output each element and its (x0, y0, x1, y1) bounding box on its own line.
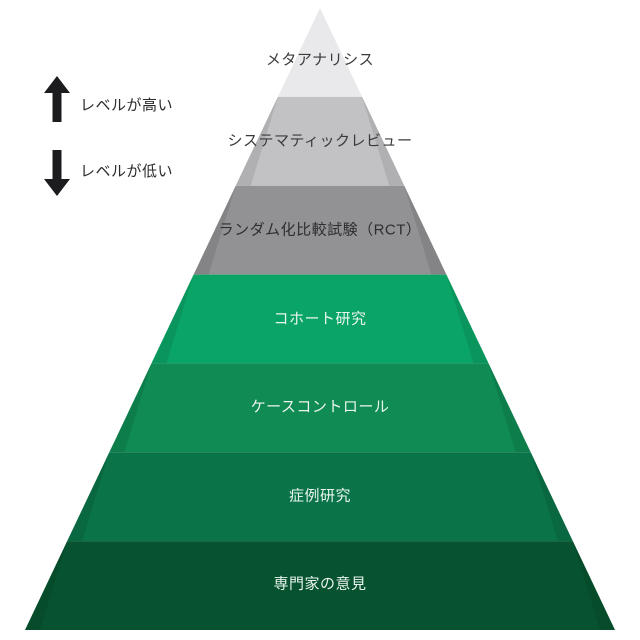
arrow-down-icon (44, 150, 70, 196)
tier-edge-shade (530, 452, 573, 542)
tier-label-case-study: 症例研究 (289, 488, 351, 505)
tier-label-case-control: ケースコントロール (251, 399, 390, 416)
level-low-label: レベルが低い (80, 163, 174, 180)
tier-edge-shade (151, 274, 194, 364)
tier-edge-shade (362, 96, 405, 186)
pyramid-tier-shape-1 (235, 96, 405, 186)
tier-edge-shade (235, 96, 278, 186)
tier-label-expert-opinion: 専門家の意見 (273, 575, 366, 593)
tier-edge-shade (193, 185, 236, 275)
tier-label-rct: ランダム化比較試験（RCT） (219, 221, 422, 239)
tier-edge-shade (572, 541, 615, 630)
tier-edge-shade (446, 274, 489, 364)
pyramid-tier-shape-2 (193, 185, 447, 275)
pyramid-tier-shape-6 (25, 541, 615, 630)
level-high-label: レベルが高い (80, 97, 174, 114)
arrow-up-icon (44, 76, 70, 122)
tier-label-cohort-study: コホート研究 (273, 311, 366, 328)
pyramid-tiers (25, 8, 615, 630)
tier-edge-shade (488, 363, 531, 453)
pyramid-tier-shape-5 (67, 452, 573, 542)
tier-label-meta-analysis: メタアナリシス (266, 52, 374, 69)
tier-label-systematic-review: システマティックレビュー (227, 133, 412, 150)
tier-edge-shade (404, 185, 447, 275)
pyramid-tier-shape-0 (277, 8, 363, 97)
pyramid-tier-labels: メタアナリシス システマティックレビュー ランダム化比較試験（RCT） コホート… (219, 52, 422, 593)
pyramid-tier-shape-4 (109, 363, 531, 453)
pyramid-tier-shape-3 (151, 274, 489, 364)
tier-edge-shade (109, 363, 152, 453)
tier-edge-shade (67, 452, 110, 542)
tier-edge-shade (25, 541, 68, 630)
